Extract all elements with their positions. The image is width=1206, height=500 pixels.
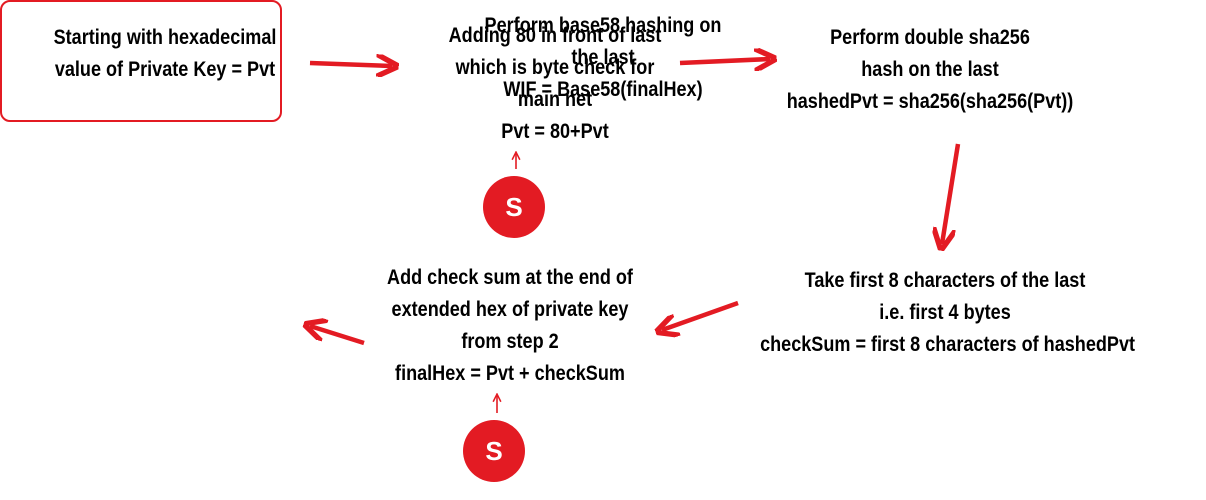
step-2-line-2: which is byte check for <box>455 56 655 79</box>
step-4-line-3: checkSum = first 8 characters of hashedP… <box>760 333 1136 356</box>
step-2-line-1: Adding 80 in front of last <box>448 24 662 47</box>
step-4-line-1: Take first 8 characters of the last <box>804 269 1086 292</box>
arrow-step2-to-step3 <box>679 59 770 63</box>
arrow-step3-to-step4 <box>942 143 961 244</box>
step-5-line-2: extended hex of private key <box>391 298 629 321</box>
arrow-step1-to-step2 <box>309 63 392 66</box>
step-3-line-1: Perform double sha256 <box>830 26 1030 49</box>
step-5-line-1: Add check sum at the end of <box>387 266 633 289</box>
step-2-line-4: Pvt = 80+Pvt <box>501 120 609 143</box>
step-4-line-2: i.e. first 4 bytes <box>879 301 1011 324</box>
step-5-append-checksum: Add check sum at the end of extended hex… <box>372 262 647 390</box>
step-5-line-4: finalHex = Pvt + checkSum <box>395 362 625 385</box>
step-6-line-2: the last <box>571 46 635 69</box>
step-6-line-3: WIF = Base58(finalHex) <box>503 78 703 101</box>
step-1-start-private-key: Starting with hexadecimal value of Priva… <box>49 22 281 86</box>
step-3-line-2: hash on the last <box>861 58 999 81</box>
step-5-line-3: from step 2 <box>461 330 559 353</box>
step-6-base58-result-box: Perform base58 hashing on the last WIF =… <box>0 0 721 122</box>
step-2-add-mainnet-byte: Adding 80 in front of last which is byte… <box>430 20 679 148</box>
step-3-line-3: hashedPvt = sha256(sha256(Pvt)) <box>786 90 1074 113</box>
step-2-line-3: main net <box>517 88 593 111</box>
step-3-double-sha256: Perform double sha256 hash on the last h… <box>775 22 1085 118</box>
arrow-step4-to-step5 <box>662 300 739 330</box>
arrow-step5-to-step6 <box>310 326 365 346</box>
step-1-line-2: value of Private Key = Pvt <box>54 58 276 81</box>
step-1-line-1: Starting with hexadecimal <box>53 26 277 49</box>
step-6-line-1: Perform base58 hashing on <box>484 14 722 37</box>
s-badge: S <box>483 176 545 238</box>
step-4-checksum: Take first 8 characters of the last i.e.… <box>760 265 1136 361</box>
s-badge: S <box>463 420 525 482</box>
